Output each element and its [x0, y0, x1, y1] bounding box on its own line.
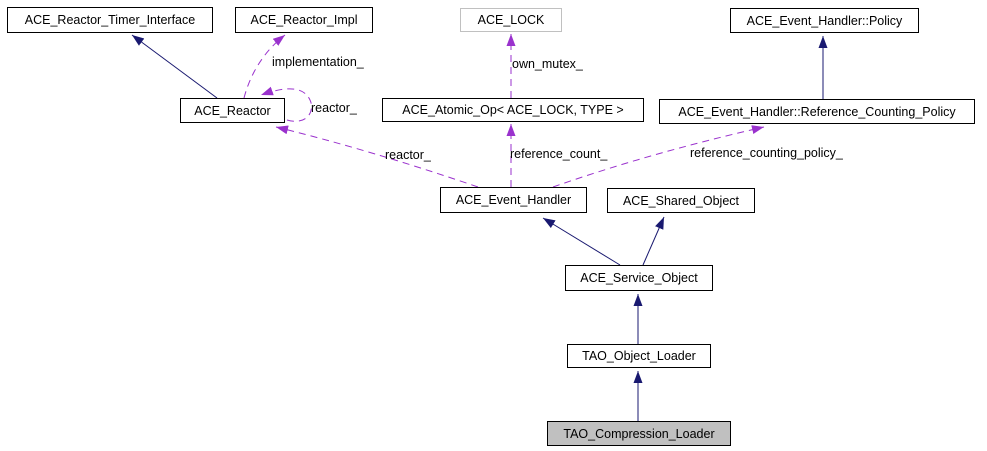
edge-usage-reactor [275, 125, 479, 188]
node-label: ACE_Event_Handler [455, 193, 572, 207]
node-label: ACE_LOCK [477, 13, 545, 27]
edge-usage-implementation [243, 34, 286, 99]
node-ace-reactor-timer-interface[interactable]: ACE_Reactor_Timer_Interface [7, 7, 213, 33]
node-label: ACE_Shared_Object [622, 193, 740, 208]
edge-label-reference-count: reference_count_ [510, 147, 608, 161]
edge-usage-reactor-self-loop [260, 86, 312, 122]
node-label: ACE_Reactor_Impl [250, 13, 358, 27]
node-label: ACE_Event_Handler::Policy [746, 13, 903, 28]
node-label: ACE_Atomic_Op< ACE_LOCK, TYPE > [402, 103, 624, 117]
node-label: ACE_Reactor [194, 103, 271, 118]
node-label: TAO_Compression_Loader [563, 426, 715, 441]
node-tao-object-loader[interactable]: TAO_Object_Loader [567, 344, 711, 368]
node-ace-lock: ACE_LOCK [460, 8, 562, 32]
edge-label-own-mutex: own_mutex_ [512, 57, 583, 71]
edge-inheritance-service-object-to-shared-object [642, 216, 665, 266]
edge-label-reference-counting-policy: reference_counting_policy_ [690, 146, 843, 160]
edge-inheritance-service-object-to-event-handler [542, 217, 621, 266]
edge-label-reactor: reactor_ [385, 148, 431, 162]
edge-label-implementation: implementation_ [272, 55, 364, 69]
node-ace-shared-object[interactable]: ACE_Shared_Object [607, 188, 755, 213]
node-label: ACE_Reactor_Timer_Interface [24, 13, 196, 27]
node-ace-event-handler-policy[interactable]: ACE_Event_Handler::Policy [730, 8, 919, 33]
node-tao-compression-loader: TAO_Compression_Loader [547, 421, 731, 446]
node-label: TAO_Object_Loader [582, 349, 696, 363]
edge-inheritance-reactor-to-timer-interface [131, 34, 218, 99]
node-ace-reactor[interactable]: ACE_Reactor [180, 98, 285, 123]
node-ace-reactor-impl[interactable]: ACE_Reactor_Impl [235, 7, 373, 33]
node-label: ACE_Service_Object [580, 271, 698, 285]
edge-label-reactor-self-loop: reactor_ [311, 101, 357, 115]
edge-usage-reference-counting-policy [552, 125, 765, 188]
node-ace-service-object[interactable]: ACE_Service_Object [565, 265, 713, 291]
node-label: ACE_Event_Handler::Reference_Counting_Po… [678, 104, 956, 119]
node-ace-atomic-op[interactable]: ACE_Atomic_Op< ACE_LOCK, TYPE > [382, 98, 644, 122]
node-ace-event-handler[interactable]: ACE_Event_Handler [440, 187, 587, 213]
node-ace-event-handler-reference-counting-policy[interactable]: ACE_Event_Handler::Reference_Counting_Po… [659, 99, 975, 124]
